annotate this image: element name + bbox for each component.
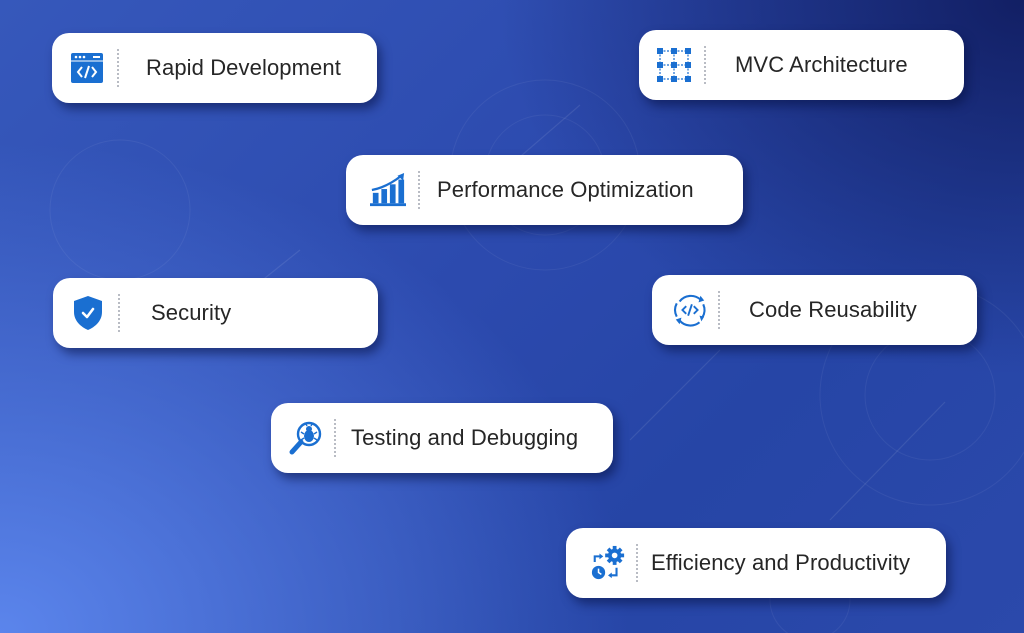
divider (418, 171, 420, 209)
feature-label: Security (151, 300, 232, 325)
feature-card-mvc-architecture: MVC Architecture (639, 30, 964, 100)
grid-network-icon (656, 47, 692, 83)
code-cycle-icon (672, 292, 708, 328)
feature-card-efficiency-and-productivity: Efficiency and Productivity (566, 528, 946, 598)
feature-label: Efficiency and Productivity (651, 550, 911, 575)
feature-card-code-reusability: Code Reusability (652, 275, 977, 345)
feature-label: Testing and Debugging (351, 425, 579, 450)
feature-label: Performance Optimization (437, 177, 694, 202)
divider (118, 294, 120, 332)
gear-clock-icon (590, 545, 626, 581)
divider (334, 419, 336, 457)
growth-chart-icon (370, 172, 406, 208)
divider (117, 49, 119, 87)
feature-label: Code Reusability (749, 297, 917, 322)
feature-card-rapid-development: Rapid Development (52, 33, 377, 103)
code-window-icon (69, 50, 105, 86)
divider (704, 46, 706, 84)
feature-card-testing-and-debugging: Testing and Debugging (271, 403, 613, 473)
feature-label: Rapid Development (146, 55, 341, 80)
shield-check-icon (70, 295, 106, 331)
divider (718, 291, 720, 329)
bug-search-icon (288, 420, 324, 456)
feature-label: MVC Architecture (735, 52, 908, 77)
divider (636, 544, 638, 582)
feature-card-security: Security (53, 278, 378, 348)
feature-card-performance-optimization: Performance Optimization (346, 155, 743, 225)
